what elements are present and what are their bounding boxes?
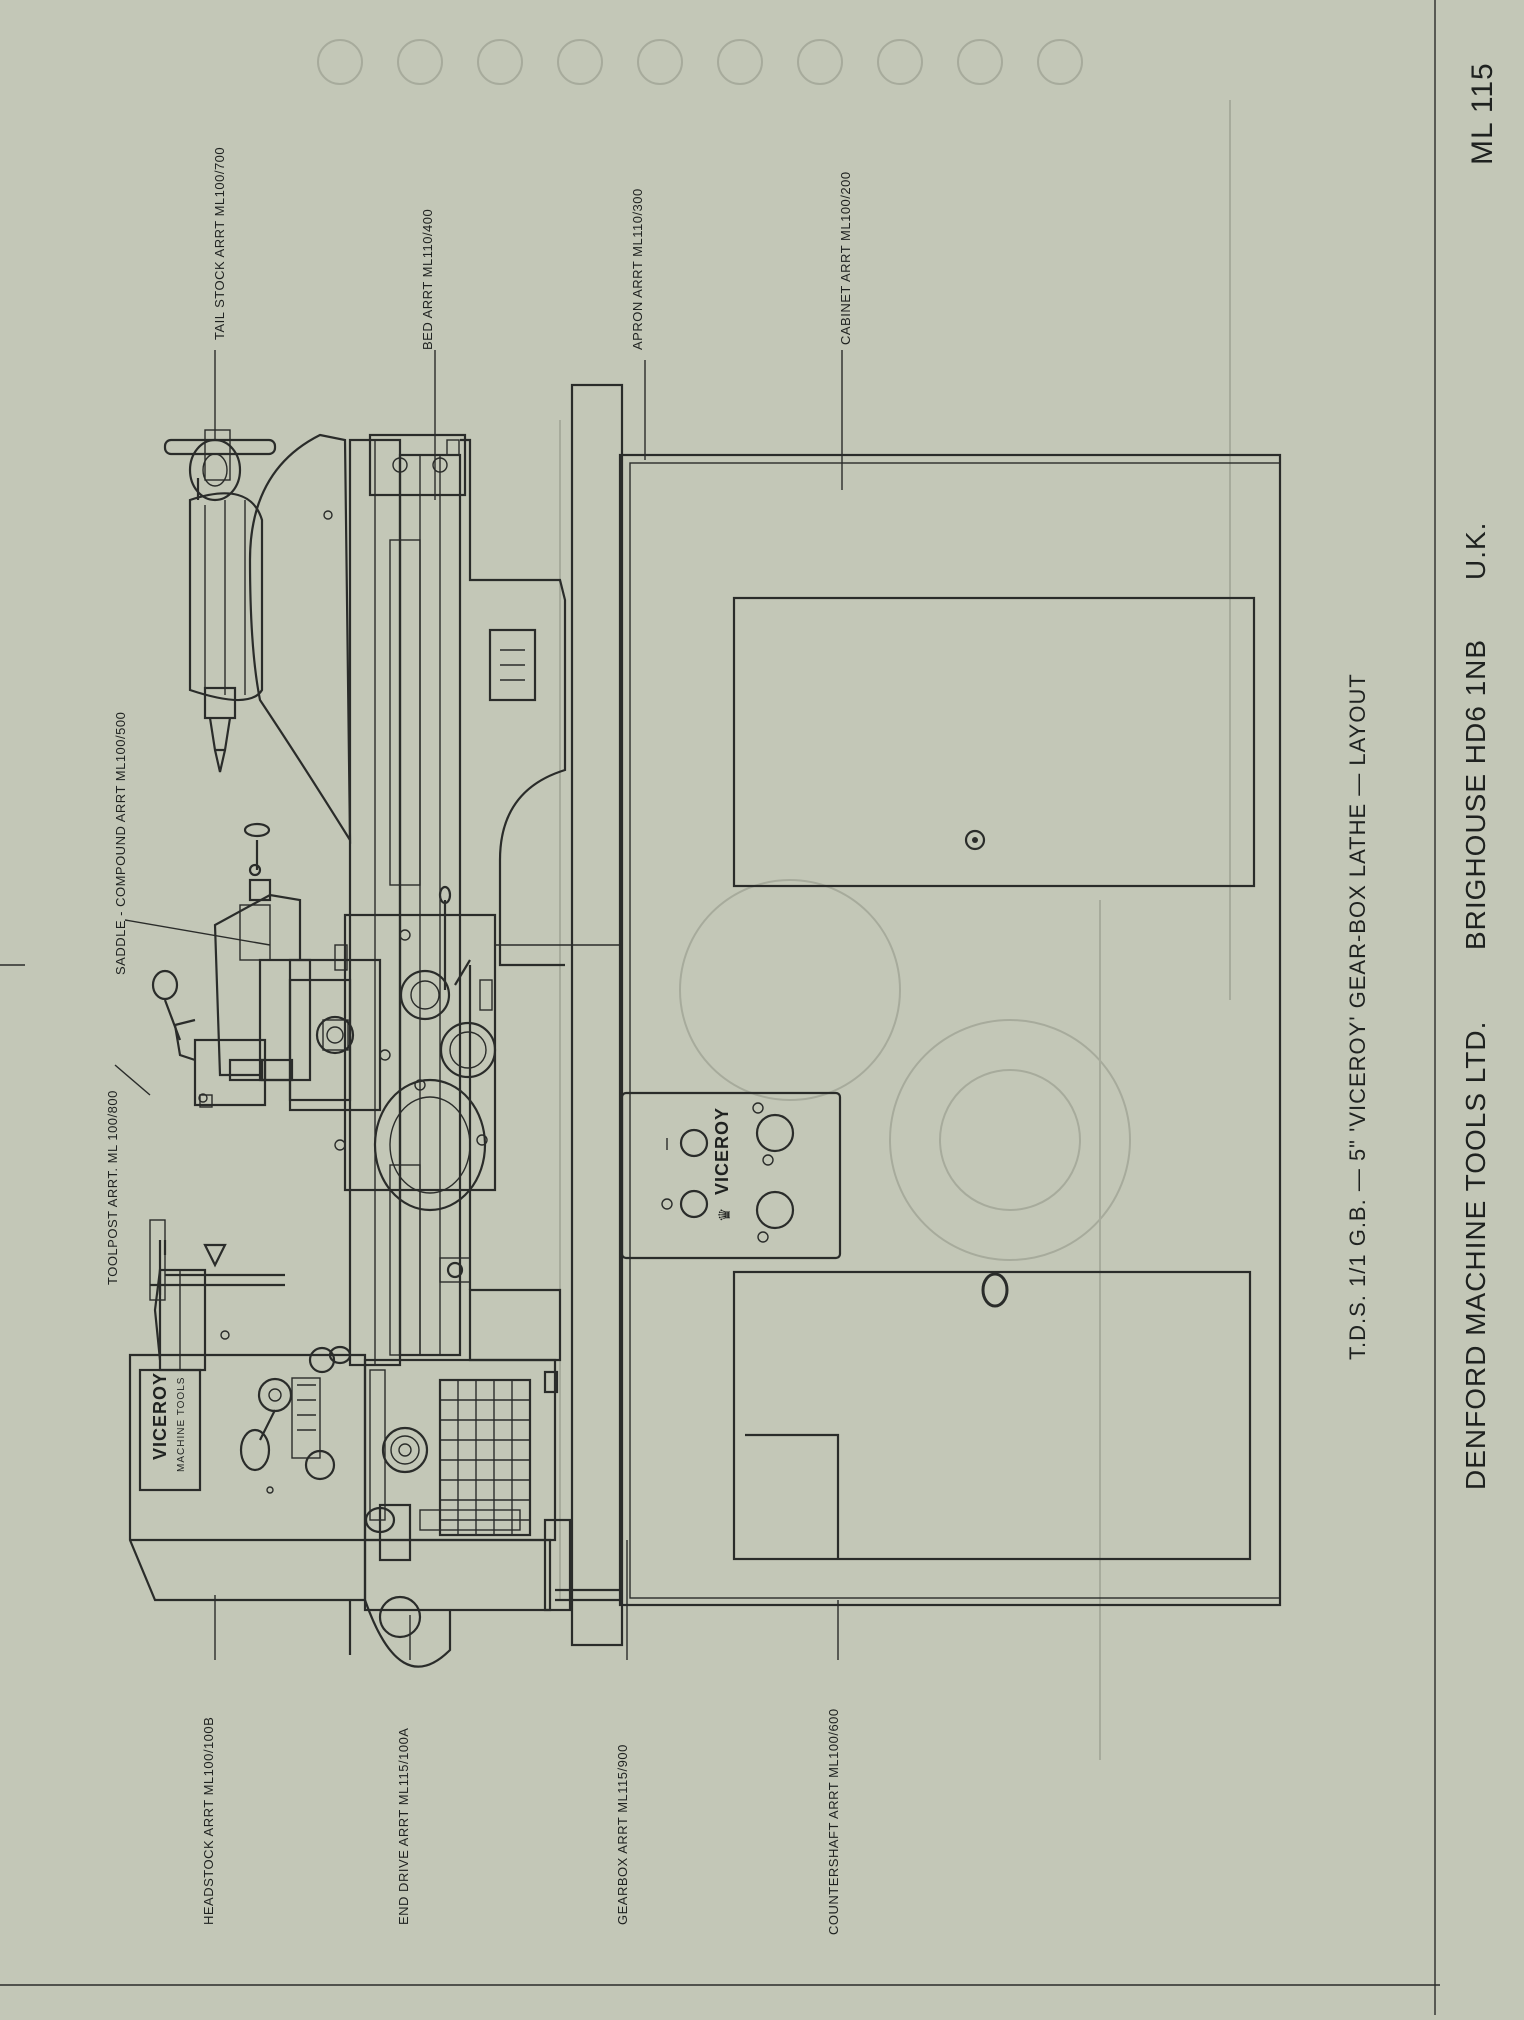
chip-tray [570,383,624,1647]
cross-slide [258,958,312,1082]
apron-handwheel [399,969,451,1021]
end-drive [348,1518,620,1668]
drawing-number: ML 115 [1466,62,1499,165]
callout-gearbox: GEARBOX ARRT ML115/900 [615,1744,630,1925]
start-button-icon [679,1128,709,1158]
callout-apron: APRON ARRT ML110/300 [630,188,645,350]
tailstock-handwheel [188,438,242,502]
callout-countershaft: COUNTERSHAFT ARRT ML100/600 [826,1708,841,1935]
live-centre [203,1243,227,1268]
callout-toolpost: TOOLPOST ARRT. ML 100/800 [105,1090,120,1285]
feed-rod [389,1164,421,1356]
stop-button-icon [679,1189,709,1219]
cross-slide-handwheel [315,1015,355,1055]
chuck [158,1268,207,1372]
gearbox [363,1358,559,1562]
callout-tailstock: TAIL STOCK ARRT ML100/700 [212,147,227,340]
callout-leaders [114,350,843,1660]
saddle-compound [213,822,497,1212]
control-panel: VICEROY ♛ [620,1091,842,1260]
bed-data-plate [488,628,537,702]
thread-chart-plate [438,1378,532,1537]
callout-headstock: HEADSTOCK ARRT ML100/100B [201,1717,216,1925]
lead-screw [389,539,421,886]
apron-main-handwheel [373,1078,487,1212]
callout-bed: BED ARRT ML110/400 [420,209,435,350]
callout-cabinet: CABINET ARRT ML100/200 [838,171,853,345]
cabinet-door-left [732,1270,1252,1561]
footer-country: U.K. [1460,522,1491,580]
handwheel-rim [163,438,277,456]
cabinet [570,383,1282,1647]
callout-saddle: SADDLE - COMPOUND ARRT ML100/500 [113,712,128,975]
drawing-title: T.D.S. 1/1 G.B. — 5" 'VICEROY' GEAR-BOX … [1345,673,1370,1360]
headstock: VICEROY MACHINE TOOLS [128,1219,367,1602]
tailstock-quill [203,686,237,720]
tailstock [163,429,352,844]
cabinet-door-right [732,596,1256,888]
gearbox-selector-dial [381,1426,429,1474]
nameplate-subtitle: MACHINE TOOLS [176,1377,187,1472]
saddle-wing [288,958,382,1112]
lathe-bed [348,433,567,1367]
panel-brand: VICEROY [712,1107,732,1195]
door-lock-icon [964,829,986,851]
nameplate-brand: VICEROY [150,1372,170,1460]
door-handle-icon [981,1272,1009,1308]
show-through-background [317,39,1231,1760]
callout-end-drive: END DRIVE ARRT ML115/100A [396,1728,411,1925]
headstock-nameplate [138,1368,202,1492]
feed-engage-wheel [439,1021,497,1079]
footer-company: DENFORD MACHINE TOOLS LTD. [1460,1021,1491,1490]
toolpost-lever-ball [151,969,179,1001]
countershaft-pulley [378,1595,422,1639]
selector-knob-icon [755,1190,795,1230]
toolpost [151,969,352,1108]
footer-address: BRIGHOUSE HD6 1NB [1460,639,1491,950]
selector-knob-icon [755,1113,795,1153]
viceroy-crown-icon: ♛ [717,1208,734,1222]
